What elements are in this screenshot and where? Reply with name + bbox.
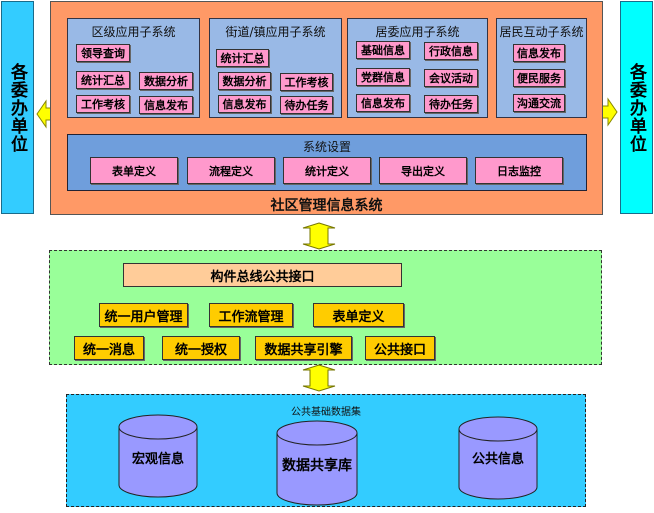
database-icon: [458, 416, 538, 500]
left-units-label: 各委办单位: [7, 62, 27, 153]
system-title: 社区管理信息系统: [270, 198, 383, 214]
database-label: 宏观信息: [131, 452, 184, 467]
database-cylinder[interactable]: 宏观信息: [118, 413, 198, 501]
neighborhood-committee-subsystem: 居委应用子系统 基础信息 行政信息 党群信息 会议活动 信息发布 待办任务: [347, 18, 488, 118]
settings-item[interactable]: 表单定义: [90, 157, 178, 184]
settings-item[interactable]: 日志监控: [475, 157, 563, 184]
module-box[interactable]: 会议活动: [424, 69, 478, 87]
database-label: 公共信息: [471, 452, 524, 467]
district-subsystem: 区级应用子系统 领导查询 统计汇总 数据分析 工作考核 信息发布: [67, 18, 200, 118]
module-box[interactable]: 待办任务: [280, 96, 333, 114]
database-label: 数据共享库: [282, 458, 352, 474]
system-settings-title: 系统设置: [302, 140, 351, 154]
resident-interaction-subsystem: 居民互动子系统 信息发布 便民服务 沟通交流: [496, 18, 587, 118]
neighborhood-committee-subsystem-title: 居委应用子系统: [375, 25, 460, 39]
middleware-item[interactable]: 统一授权: [162, 336, 240, 360]
system-settings-panel: 系统设置 表单定义 流程定义 统计定义 导出定义 日志监控: [67, 134, 587, 191]
module-box[interactable]: 统计汇总: [216, 49, 269, 67]
middleware-item[interactable]: 表单定义: [313, 303, 404, 327]
component-bus-layer: 构件总线公共接口 统一用户管理 工作流管理 表单定义 统一消息 统一授权 数据共…: [49, 250, 602, 365]
module-box[interactable]: 沟通交流: [513, 94, 565, 112]
resident-interaction-subsystem-title: 居民互动子系统: [499, 25, 584, 39]
database-cylinder[interactable]: 数据共享库: [276, 419, 358, 509]
module-box[interactable]: 行政信息: [424, 42, 478, 60]
district-subsystem-title: 区级应用子系统: [91, 25, 176, 39]
module-box[interactable]: 信息发布: [356, 94, 410, 112]
module-box[interactable]: 工作考核: [76, 95, 130, 113]
module-box[interactable]: 工作考核: [280, 73, 333, 91]
right-units-panel: 各委办单位: [620, 1, 653, 214]
vertical-double-arrow-icon: [302, 364, 336, 392]
middleware-item[interactable]: 统一用户管理: [99, 303, 188, 327]
left-units-panel: 各委办单位: [1, 1, 34, 214]
module-box[interactable]: 数据分析: [139, 72, 193, 90]
vertical-double-arrow-icon: [302, 222, 336, 250]
module-box[interactable]: 基础信息: [356, 41, 410, 59]
module-box[interactable]: 信息发布: [139, 96, 193, 114]
data-layer-title: 公共基础数据集: [291, 407, 361, 418]
database-icon: [276, 420, 358, 506]
database-cylinder[interactable]: 公共信息: [458, 415, 538, 503]
module-box[interactable]: 便民服务: [513, 69, 565, 87]
right-units-label: 各委办单位: [626, 62, 646, 153]
street-town-subsystem-title: 街道/镇应用子系统: [225, 25, 326, 39]
module-box[interactable]: 信息发布: [513, 44, 565, 62]
middleware-item[interactable]: 数据共享引擎: [255, 336, 352, 360]
street-town-subsystem: 街道/镇应用子系统 统计汇总 数据分析 工作考核 信息发布 待办任务: [209, 18, 342, 118]
module-box[interactable]: 党群信息: [356, 68, 410, 86]
module-box[interactable]: 统计汇总: [76, 71, 130, 89]
module-box[interactable]: 信息发布: [218, 95, 271, 113]
module-box[interactable]: 领导查询: [76, 44, 130, 62]
settings-item[interactable]: 统计定义: [283, 157, 371, 184]
community-management-system-panel: 区级应用子系统 领导查询 统计汇总 数据分析 工作考核 信息发布 街道/镇应用子…: [50, 1, 603, 215]
settings-item[interactable]: 导出定义: [379, 157, 467, 184]
middleware-item[interactable]: 统一消息: [74, 336, 144, 360]
middleware-item[interactable]: 工作流管理: [209, 303, 293, 327]
database-icon: [118, 414, 198, 498]
settings-item[interactable]: 流程定义: [187, 157, 275, 184]
public-data-set-layer: 公共基础数据集 宏观信息 数据共享库 公共信息: [66, 394, 586, 507]
module-box[interactable]: 数据分析: [218, 72, 271, 90]
module-box[interactable]: 待办任务: [424, 95, 478, 113]
middleware-item[interactable]: 公共接口: [365, 336, 435, 360]
component-bus-interface[interactable]: 构件总线公共接口: [123, 263, 402, 287]
